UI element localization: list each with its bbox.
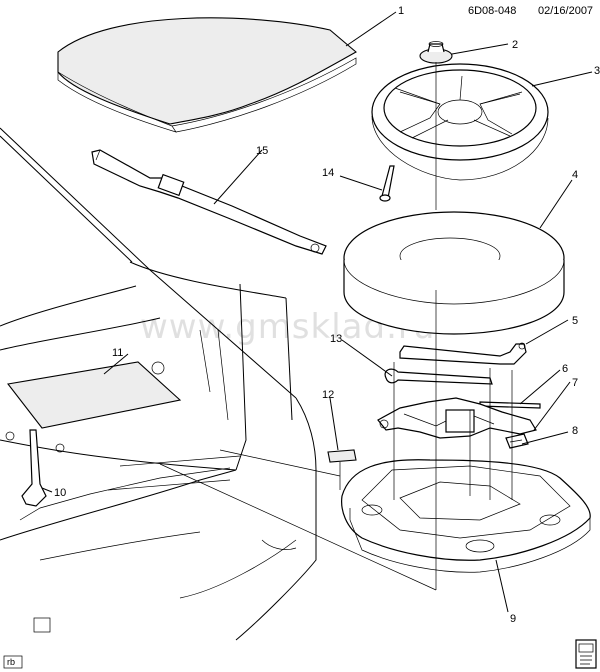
callout-5: 5 (572, 315, 578, 327)
manual-book-icon (575, 639, 597, 669)
corner-tag: rb (3, 655, 23, 669)
part-bracket (505, 433, 529, 449)
vehicle-trunk (0, 127, 317, 641)
callout-7: 7 (572, 377, 578, 389)
callout-2: 2 (512, 39, 518, 51)
callout-11: 11 (112, 347, 123, 359)
callout-10: 10 (54, 487, 66, 499)
corner-tag-text: rb (7, 657, 15, 667)
part-label (327, 449, 357, 463)
part-scissor-jack (377, 397, 537, 439)
part-wrench (384, 368, 493, 385)
diagram-code: 6D08-048 (468, 5, 516, 17)
part-tool-tray (341, 459, 591, 573)
callout-13: 13 (330, 333, 342, 345)
part-spare-wheel (371, 63, 549, 181)
callout-14: 14 (322, 167, 334, 179)
callout-3: 3 (594, 65, 600, 77)
callout-4: 4 (572, 169, 578, 181)
leader-lines (41, 11, 593, 613)
callout-9: 9 (510, 613, 516, 625)
assembly-lines (159, 62, 513, 591)
callout-labels: 1 2 3 4 5 6 7 8 9 10 11 12 13 14 15 (54, 5, 600, 625)
callout-15: 15 (256, 145, 268, 157)
diagram-date: 02/16/2007 (538, 5, 593, 17)
part-bolt (379, 165, 395, 202)
part-trunk-mat (7, 361, 182, 429)
part-tire-cover (343, 211, 565, 335)
part-floor-cover (57, 17, 357, 133)
callout-12: 12 (322, 389, 334, 401)
callout-1: 1 (398, 5, 404, 17)
part-tool-stand (21, 429, 47, 507)
part-jack-handle (399, 342, 527, 365)
part-strap (91, 149, 327, 255)
part-hold-down-cap (419, 41, 453, 64)
callout-8: 8 (572, 425, 578, 437)
callout-6: 6 (562, 363, 568, 375)
